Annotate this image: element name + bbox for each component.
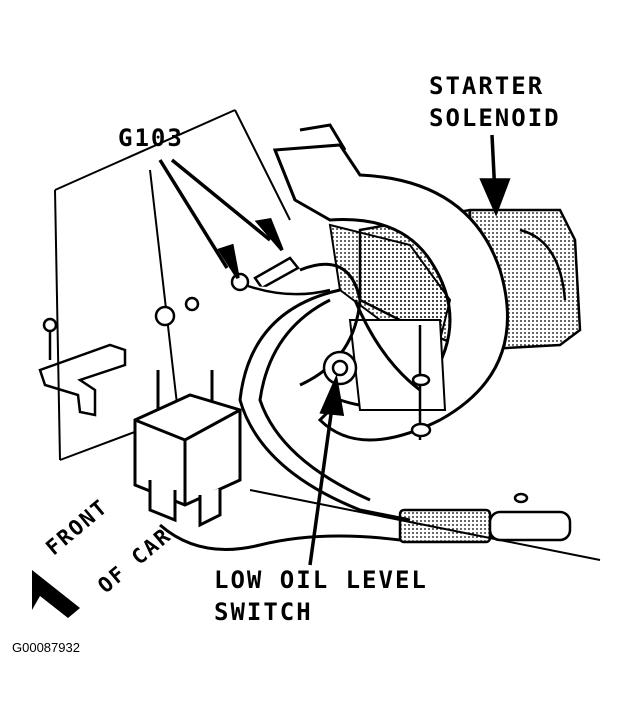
label-starter-solenoid-line1: STARTER [429,72,545,100]
label-starter-solenoid-line2: SOLENOID [429,104,561,132]
g103-fasteners [154,256,331,327]
mounting-bracket [38,317,127,417]
front-of-car-arrow [32,570,80,618]
g103-arrow-1 [158,159,229,269]
relay-module [133,370,242,528]
low-oil-arrow [308,399,335,566]
wire-connector [398,508,572,544]
g103-arrow-2 [170,158,272,242]
label-g103: G103 [118,124,184,152]
figure-id: G00087932 [12,640,80,655]
label-low-oil-line2: SWITCH [214,598,313,626]
low-oil-switch-part [322,325,529,504]
pointer-arrows [158,134,511,566]
label-low-oil-line1: LOW OIL LEVEL [214,566,428,594]
